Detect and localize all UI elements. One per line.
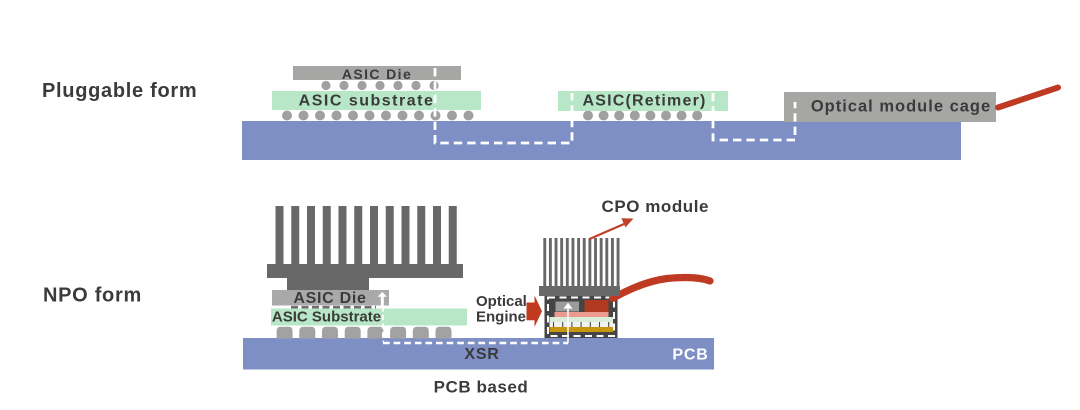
svg-text:Engine: Engine [476, 309, 526, 326]
svg-text:ASIC Die: ASIC Die [293, 290, 366, 307]
svg-text:Optical module cage: Optical module cage [811, 98, 991, 116]
svg-text:ASIC(Retimer): ASIC(Retimer) [582, 93, 706, 110]
svg-text:XSR: XSR [464, 346, 499, 363]
svg-text:Pluggable form: Pluggable form [42, 80, 197, 102]
svg-text:Optical: Optical [476, 293, 527, 310]
svg-text:ASIC Substrate: ASIC Substrate [272, 309, 381, 326]
svg-text:NPO form: NPO form [43, 285, 142, 307]
svg-text:PCB: PCB [672, 347, 708, 364]
svg-text:CPO module: CPO module [602, 197, 710, 216]
svg-text:ASIC Die: ASIC Die [342, 66, 412, 82]
svg-text:PCB based: PCB based [434, 378, 529, 397]
svg-text:ASIC substrate: ASIC substrate [299, 93, 435, 110]
